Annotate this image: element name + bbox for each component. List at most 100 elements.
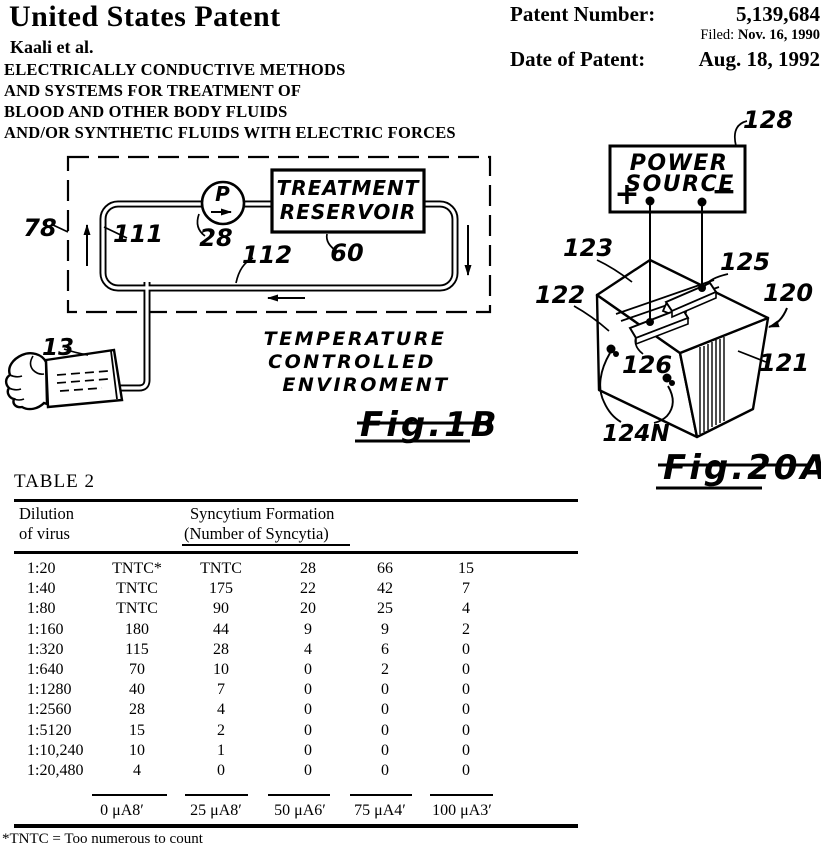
table-cell: 40 — [102, 680, 172, 700]
table-cell: 44 — [172, 620, 270, 640]
table-cell: 0 — [424, 700, 508, 720]
ref-label-13: 13 — [42, 335, 74, 361]
table-cell: 180 — [102, 620, 172, 640]
table-cell: 6 — [346, 640, 424, 660]
table-cell: 1:10,240 — [14, 741, 102, 761]
table-footnote: *TNTC = Too numerous to count — [2, 831, 203, 848]
table-cell: 42 — [346, 579, 424, 599]
environment-caption-line2: CONTROLLED — [268, 351, 436, 373]
table-cell: 0 — [346, 741, 424, 761]
table-cell: 0 — [424, 660, 508, 680]
table-row: 1:640 70 10 0 2 0 — [14, 660, 578, 680]
right-face-hatching — [700, 337, 724, 434]
patent-authors: Kaali et al. — [10, 37, 94, 58]
table-cell: TNTC — [102, 599, 172, 619]
table-cell: 0 — [424, 721, 508, 741]
table-row: 1:20,480 4 0 0 0 0 — [14, 761, 578, 781]
fig1b-caption: Fig.1B — [360, 405, 500, 445]
table-cell: 1:160 — [14, 620, 102, 640]
date-of-patent-row: Date of Patent: Aug. 18, 1992 — [510, 47, 820, 72]
current-column-label: 100 μA3′ — [426, 801, 498, 820]
table-bottom-rule — [14, 824, 578, 828]
table-cell: TNTC — [172, 559, 270, 579]
table-top-rule — [14, 499, 578, 502]
table-cell: 1:20 — [14, 559, 102, 579]
table-cell: 2 — [346, 660, 424, 680]
table-cell: 0 — [346, 680, 424, 700]
table-cell: 0 — [270, 761, 346, 781]
table-row: 1:40 TNTC 175 22 42 7 — [14, 579, 578, 599]
current-column-label: 50 μA6′ — [264, 801, 336, 820]
table-cell: 9 — [270, 620, 346, 640]
table-cell: 2 — [424, 620, 508, 640]
table-cell: 115 — [102, 640, 172, 660]
table-cell: 66 — [346, 559, 424, 579]
table-cell: 0 — [172, 761, 270, 781]
table-cell: TNTC* — [102, 559, 172, 579]
table-cell: 1:5120 — [14, 721, 102, 741]
filed-label: Filed: — [700, 27, 734, 43]
column-rule — [430, 794, 493, 796]
table-cell: TNTC — [102, 579, 172, 599]
table-row: 1:1280 40 7 0 0 0 — [14, 680, 578, 700]
ref-label-123: 123 — [563, 234, 613, 262]
invention-title-line: ELECTRICALLY CONDUCTIVE METHODS — [4, 59, 514, 80]
filed-row: Filed: Nov. 16, 1990 — [510, 27, 820, 44]
ref-label-128: 128 — [743, 106, 793, 134]
fig20a-diagram: POWER SOURCE + − — [500, 90, 821, 510]
table-cell: 0 — [270, 741, 346, 761]
column-rule — [268, 794, 330, 796]
span-header-line2: (Number of Syncytia) — [184, 524, 329, 544]
table-cell: 10 — [172, 660, 270, 680]
invention-title-line: AND SYSTEMS FOR TREATMENT OF — [4, 80, 514, 101]
ref-label-120: 120 — [763, 279, 813, 307]
table-cell: 0 — [270, 680, 346, 700]
column-rule — [350, 794, 412, 796]
plus-terminal-sign: + — [614, 177, 639, 212]
table-row: 1:10,240 10 1 0 0 0 — [14, 741, 578, 761]
table-cell: 1:80 — [14, 599, 102, 619]
table-cell: 0 — [346, 700, 424, 720]
electrode-housing-cube — [597, 260, 768, 437]
pump-letter: P — [215, 182, 231, 206]
col-header-dilution-line1: Dilution — [19, 504, 74, 524]
table-cell: 0 — [424, 640, 508, 660]
table-cell: 1:40 — [14, 579, 102, 599]
table-cell: 0 — [270, 700, 346, 720]
current-column-label: 25 μA8′ — [180, 801, 252, 820]
table-body: 1:20 TNTC* TNTC 28 66 15 1:40 TNTC 175 2… — [14, 559, 578, 781]
table-cell: 22 — [270, 579, 346, 599]
table-cell: 2 — [172, 721, 270, 741]
table-cell: 4 — [102, 761, 172, 781]
table-cell: 25 — [346, 599, 424, 619]
negative-terminal-dot — [698, 198, 707, 207]
reservoir-label-line1: TREATMENT — [277, 176, 420, 200]
ref-120-arrow — [769, 308, 787, 327]
table-cell: 28 — [270, 559, 346, 579]
table-cell: 1 — [172, 741, 270, 761]
table-row: 1:2560 28 4 0 0 0 — [14, 700, 578, 720]
minus-terminal-sign: − — [711, 174, 736, 209]
fig20a-caption: Fig.20A — [663, 448, 821, 488]
ref-label-28: 28 — [199, 224, 232, 252]
span-header-underline — [182, 544, 350, 546]
col-header-dilution-line2: of virus — [19, 524, 70, 544]
table-cell: 9 — [346, 620, 424, 640]
table-cell: 1:20,480 — [14, 761, 102, 781]
table-cell: 20 — [270, 599, 346, 619]
table-cell: 0 — [346, 721, 424, 741]
table-header-rule — [14, 551, 578, 554]
table-cell: 90 — [172, 599, 270, 619]
table-row: 1:5120 15 2 0 0 0 — [14, 721, 578, 741]
table-cell: 0 — [270, 721, 346, 741]
positive-terminal-dot — [646, 197, 655, 206]
ref-label-122: 122 — [535, 281, 585, 309]
plate-terminal-dot-left — [646, 318, 654, 326]
table-row: 1:320 115 28 4 6 0 — [14, 640, 578, 660]
current-column-label: 75 μA4′ — [344, 801, 416, 820]
column-rule — [92, 794, 167, 796]
table-cell: 0 — [270, 660, 346, 680]
table-cell: 28 — [102, 700, 172, 720]
ref-label-111: 111 — [113, 220, 163, 248]
